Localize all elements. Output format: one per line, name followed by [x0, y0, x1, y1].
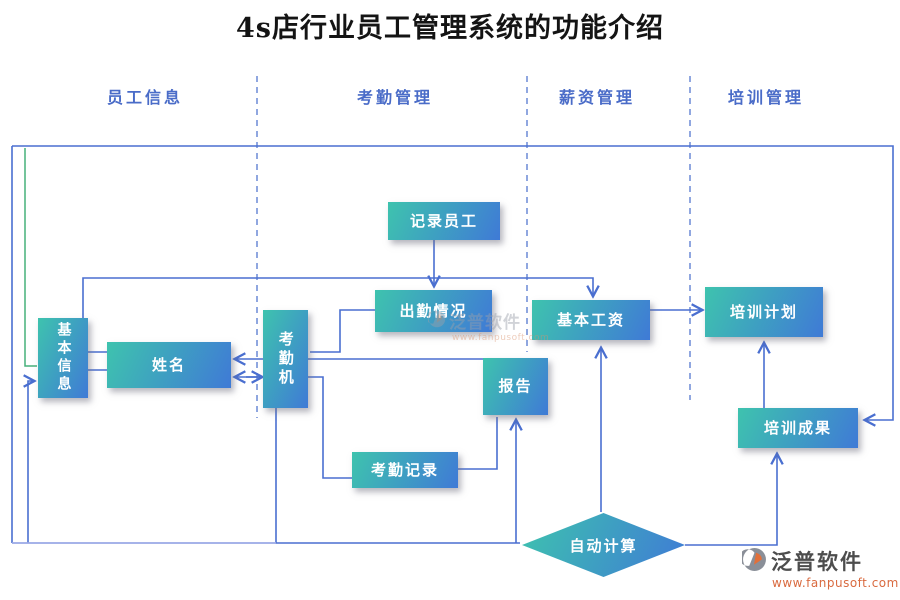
node-name: 姓名 — [107, 342, 231, 388]
edge-green-loop-to-basic-info — [24, 148, 37, 367]
corner-watermark-url: www.fanpusoft.com — [772, 576, 899, 590]
node-basic-salary: 基本工资 — [532, 300, 650, 340]
lane-header-employee-info: 员工信息 — [106, 88, 183, 107]
edge-outer-loop-to-training-result — [12, 145, 894, 420]
edge-attendance-record-to-report — [458, 417, 498, 470]
node-training-plan: 培训计划 — [705, 287, 823, 337]
edge-machine-attendance-status — [310, 309, 375, 353]
node-basic-info: 基本信息 — [38, 318, 88, 398]
node-attendance-status: 出勤情况 — [375, 290, 492, 332]
lane-header-salary-mgmt: 薪资管理 — [558, 88, 635, 107]
corner-watermark: 泛普软件 www.fanpusoft.com — [739, 546, 899, 590]
lane-header-attendance-mgmt: 考勤管理 — [356, 88, 433, 107]
edge-auto-calc-to-training-result — [685, 455, 777, 546]
node-record-employee: 记录员工 — [388, 202, 500, 240]
node-attendance-machine: 考勤机 — [263, 310, 308, 408]
corner-watermark-brand: 泛普软件 — [771, 550, 863, 574]
fanpu-logo-icon — [739, 547, 767, 576]
node-report: 报告 — [483, 358, 548, 415]
edge-name-to-basic-salary — [82, 277, 593, 353]
lane-header-training-mgmt: 培训管理 — [727, 88, 804, 107]
page-title: 4s店行业员工管理系统的功能介绍 — [236, 13, 664, 44]
node-training-result: 培训成果 — [738, 408, 858, 448]
edge-loop-to-basic-info — [28, 381, 33, 543]
node-attendance-record: 考勤记录 — [352, 452, 458, 488]
